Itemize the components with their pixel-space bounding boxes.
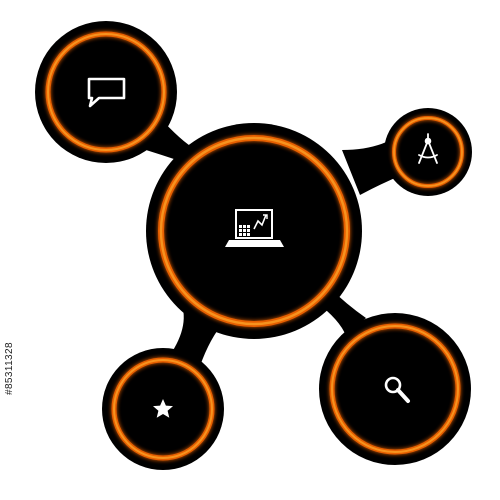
side-id-text: #85311328 (4, 342, 15, 395)
node-top-left (35, 21, 177, 163)
star-icon (153, 399, 173, 418)
node-bottom-right (319, 313, 471, 465)
node-bottom-left (102, 348, 224, 470)
speech-bubble-icon (87, 77, 126, 108)
drafting-compass-icon (418, 133, 438, 164)
laptop-chart-icon (225, 209, 284, 247)
magnifier-icon (384, 376, 410, 403)
node-center (146, 123, 362, 339)
node-top-right (384, 108, 472, 196)
